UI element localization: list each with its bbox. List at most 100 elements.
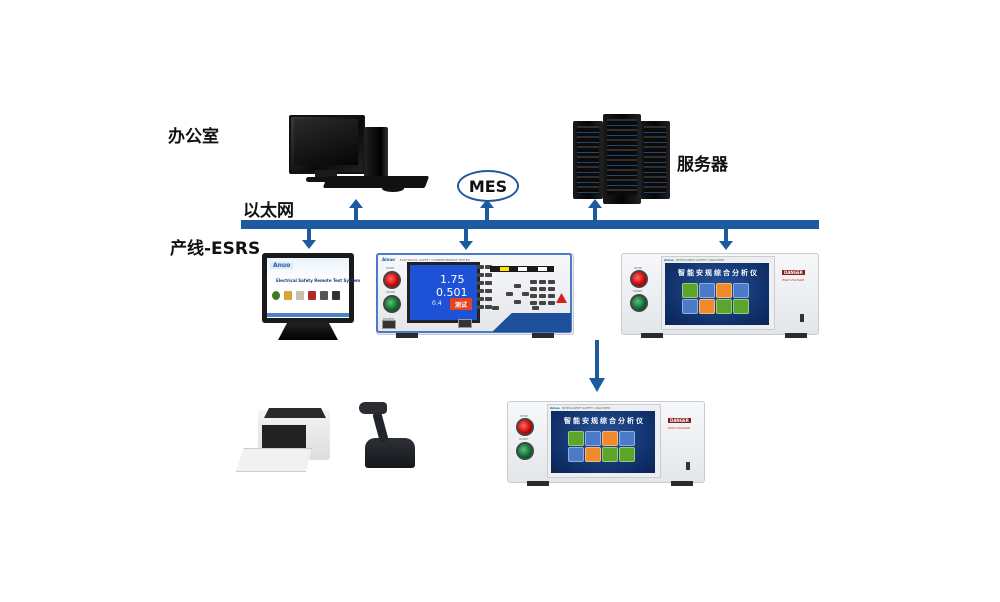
high-voltage-warning: HIGH VOLTAGE xyxy=(782,278,805,282)
stop-button[interactable] xyxy=(516,418,534,436)
tester-foot-left xyxy=(396,333,418,338)
start-button[interactable] xyxy=(630,294,648,312)
soft-key[interactable] xyxy=(477,265,484,269)
side-key[interactable] xyxy=(485,281,492,285)
scanner-head xyxy=(359,402,387,414)
app-icon[interactable] xyxy=(332,291,340,300)
app-tile[interactable] xyxy=(619,431,635,446)
app-tile[interactable] xyxy=(699,283,715,298)
nav-right-key[interactable] xyxy=(522,292,529,296)
number-key[interactable] xyxy=(539,280,546,284)
analyzer-top-brand: Ainuo xyxy=(664,258,674,262)
number-key[interactable] xyxy=(539,294,546,298)
app-tile[interactable] xyxy=(619,447,635,462)
number-key[interactable] xyxy=(539,287,546,291)
pc-tower xyxy=(364,127,388,177)
number-key[interactable] xyxy=(548,294,555,298)
app-icon[interactable] xyxy=(272,291,280,300)
mes-label: MES xyxy=(468,176,508,196)
reading-current: 0.501 xyxy=(436,286,468,299)
side-key[interactable] xyxy=(485,297,492,301)
app-tile[interactable] xyxy=(568,431,584,446)
tm-base xyxy=(278,323,338,340)
nav-left-key[interactable] xyxy=(506,292,513,296)
printer-top xyxy=(264,408,326,418)
soft-key[interactable] xyxy=(477,297,484,301)
app-icon[interactable] xyxy=(308,291,316,300)
soft-key[interactable] xyxy=(477,281,484,285)
number-key[interactable] xyxy=(548,287,555,291)
function-key[interactable] xyxy=(532,306,539,310)
power-switch[interactable] xyxy=(382,320,396,329)
app-tile[interactable] xyxy=(733,283,749,298)
app-tile[interactable] xyxy=(716,283,732,298)
tester-frame xyxy=(376,253,572,333)
stop-button[interactable] xyxy=(630,270,648,288)
arrow-down-icon xyxy=(719,241,733,250)
tm-footer-bar xyxy=(267,313,349,317)
arrow-stem-tester xyxy=(464,228,468,241)
start-button[interactable] xyxy=(516,442,534,460)
danger-label: DANGER xyxy=(782,270,805,275)
soft-key[interactable] xyxy=(477,289,484,293)
app-icon[interactable] xyxy=(284,291,292,300)
app-tile[interactable] xyxy=(568,447,584,462)
rack-right-units xyxy=(644,126,666,194)
number-key[interactable] xyxy=(530,301,537,305)
app-tile[interactable] xyxy=(682,299,698,314)
app-tile[interactable] xyxy=(602,447,618,462)
app-tile[interactable] xyxy=(682,283,698,298)
soft-key[interactable] xyxy=(477,273,484,277)
arrow-stem-server xyxy=(593,207,597,221)
rack-left-units xyxy=(577,126,599,194)
nav-down-key[interactable] xyxy=(514,300,521,304)
arrow-down-icon xyxy=(302,240,316,249)
analyzer-bottom-model: INTELLIGENT SAFETY ANALYZER xyxy=(562,406,611,410)
pc-keyboard xyxy=(322,176,430,188)
pc-screen xyxy=(294,119,358,165)
arrow-down-icon xyxy=(459,241,473,250)
tester-model: ELECTRICAL SAFETY COMPREHENSIVE TESTER xyxy=(400,258,470,262)
function-key[interactable] xyxy=(492,306,499,310)
app-tile[interactable] xyxy=(733,299,749,314)
analyzer-bottom-foot-right xyxy=(671,481,693,486)
app-tile[interactable] xyxy=(716,299,732,314)
number-key[interactable] xyxy=(548,301,555,305)
number-key[interactable] xyxy=(530,280,537,284)
start-button[interactable] xyxy=(383,295,401,313)
pc-mouse xyxy=(382,185,404,192)
side-key[interactable] xyxy=(485,273,492,277)
indicator-fail xyxy=(538,267,547,271)
app-icon[interactable] xyxy=(320,291,328,300)
analyzer-top-start-label: START xyxy=(633,289,643,293)
number-key[interactable] xyxy=(539,301,546,305)
soft-key[interactable] xyxy=(477,305,484,309)
app-tile[interactable] xyxy=(699,299,715,314)
analyzer-bottom-screen-title: 智能安规综合分析仪 xyxy=(564,417,645,425)
side-key[interactable] xyxy=(485,265,492,269)
app-icon[interactable] xyxy=(296,291,304,300)
stop-button[interactable] xyxy=(383,271,401,289)
tester-start-label: START xyxy=(386,290,396,294)
analyzer-top-stop-label: STOP xyxy=(634,266,642,270)
app-tile[interactable] xyxy=(585,431,601,446)
arrow-stem-touch-monitor xyxy=(307,228,311,240)
usb-port xyxy=(686,462,690,470)
app-tile[interactable] xyxy=(585,447,601,462)
arrow-down-icon xyxy=(589,378,605,392)
app-tile[interactable] xyxy=(602,431,618,446)
arrow-up-icon xyxy=(349,199,363,208)
test-status-badge: 测试 xyxy=(450,298,472,310)
nav-up-key[interactable] xyxy=(514,284,521,288)
arrow-stem-mes xyxy=(485,207,489,221)
side-key[interactable] xyxy=(485,289,492,293)
number-key[interactable] xyxy=(548,280,555,284)
number-key[interactable] xyxy=(530,294,537,298)
side-key[interactable] xyxy=(485,305,492,309)
printer-paper-tray xyxy=(236,448,312,472)
rack-center-units xyxy=(607,119,637,195)
scanner-cradle xyxy=(365,438,415,468)
number-key[interactable] xyxy=(530,287,537,291)
reading-voltage: 1.75 xyxy=(440,273,465,286)
warning-triangle-icon xyxy=(556,293,567,303)
